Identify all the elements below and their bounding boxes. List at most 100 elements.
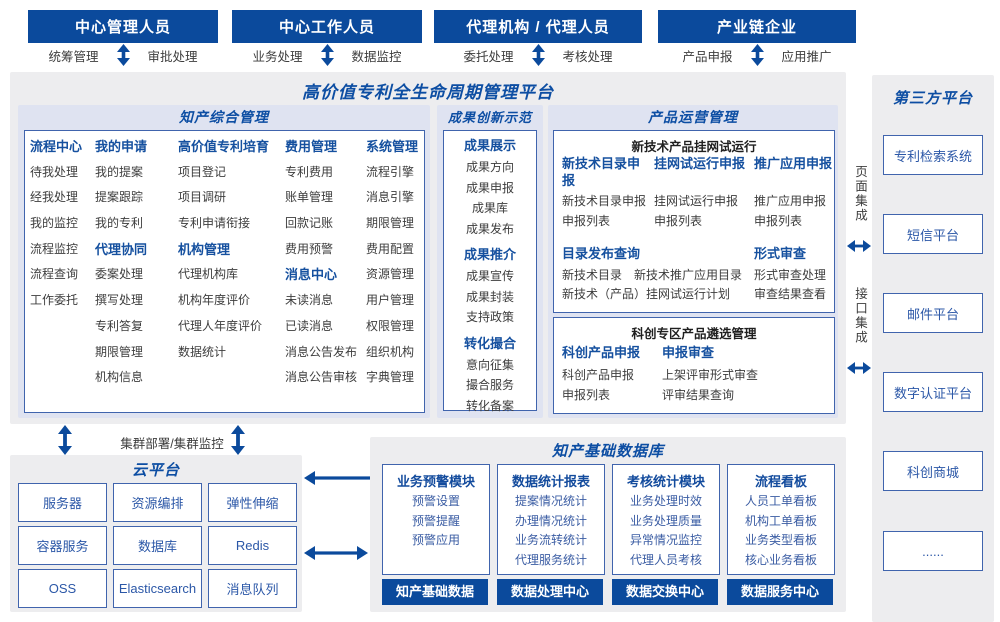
db-module: 数据统计报表 提案情况统计 办理情况统计 业务流转统计 代理服务统计 (497, 464, 605, 575)
db-module-item: 业务类型看板 (744, 533, 817, 547)
menu-item: 专利费用 (285, 164, 334, 179)
db-module-item: 预警设置 (411, 494, 460, 508)
menu-item: 申报列表 (562, 388, 611, 402)
menu-group-title: 转化撮合 (463, 335, 516, 351)
menu-item: 意向征集 (465, 357, 514, 372)
menu-item: 上架评审形式审查 (662, 368, 759, 382)
menu-item: 权限管理 (366, 318, 415, 333)
cloud-item: Redis (208, 526, 297, 565)
db-module-item: 业务处理质量 (629, 513, 702, 528)
db-module: 流程看板 人员工单看板 机构工单看板 业务类型看板 核心业务看板 (727, 464, 835, 575)
double-arrow-vertical-icon (116, 44, 130, 66)
menu-item: 数据统计 (178, 344, 227, 359)
menu-group-title: 推广应用申报 (754, 156, 833, 171)
menu-item: 成果方向 (465, 160, 514, 174)
menu-group-title: 科创产品申报 (562, 345, 641, 360)
menu-item: 成果宣传 (465, 269, 514, 283)
double-arrow-vertical-icon (750, 44, 764, 66)
role-action-label: 产品申报 (682, 49, 733, 64)
db-module-item: 业务处理时效 (629, 494, 702, 508)
role-action-label: 考核处理 (562, 49, 613, 64)
menu-item: 用户管理 (366, 293, 415, 308)
menu-item: 待我处理 (30, 164, 79, 179)
menu-item: 撰写处理 (95, 293, 144, 308)
menu-group-title: 代理协同 (95, 241, 148, 257)
cloud-panel: 云平台 服务器 资源编排 弹性伸缩 容器服务 数据库 Redis OSS Ela… (10, 455, 302, 612)
db-module-item: 代理人员考核 (629, 552, 702, 567)
ip-management-box: 流程中心 待我处理 经我处理 我的监控 流程监控 流程查询 工作委托 我的申请 … (24, 130, 425, 413)
menu-group-title: 费用管理 (285, 139, 338, 154)
menu-item: 我的监控 (30, 216, 79, 231)
catalog-query-group: 目录发布查询 新技术目录 新技术推广应用目录 新技术（产品）挂网试运行计划 (562, 245, 748, 304)
db-base-box: 数据处理中心 (497, 579, 603, 605)
menu-item: 经我处理 (30, 190, 79, 205)
menu-item: 申报列表 (654, 214, 703, 228)
menu-column: 系统管理 流程引擎 消息引擎 期限管理 费用配置 资源管理 用户管理 权限管理 … (366, 134, 418, 391)
menu-item: 流程监控 (30, 241, 79, 256)
double-arrow-horizontal-icon (304, 546, 368, 560)
double-arrow-horizontal-icon (847, 240, 871, 252)
db-module-item: 核心业务看板 (744, 552, 817, 567)
cloud-item: 弹性伸缩 (208, 483, 297, 522)
menu-item: 委案处理 (95, 267, 144, 282)
menu-item: 消息公告发布 (285, 344, 358, 359)
section-title: 产品运营管理 (648, 109, 738, 125)
menu-column: 我的申请 我的提案 提案跟踪 我的专利 代理协同 委案处理 撰写处理 专利答复 … (95, 134, 147, 391)
cloud-item: Elasticsearch (113, 569, 202, 608)
menu-item: 提案跟踪 (95, 190, 144, 205)
third-party-item: 邮件平台 (883, 293, 983, 333)
role-header: 产业链企业 (658, 10, 856, 43)
menu-item: 支持政策 (465, 310, 514, 324)
role-action-label: 数据监控 (351, 49, 402, 64)
role-actions: 业务处理 数据监控 (232, 43, 422, 67)
third-party-item: ...... (883, 531, 983, 571)
menu-item: 费用配置 (366, 241, 415, 256)
menu-item: 形式审查处理 (754, 268, 827, 282)
role-action-label: 统筹管理 (48, 49, 99, 64)
role-group-agency: 代理机构 / 代理人员 委托处理 考核处理 (434, 10, 642, 67)
db-base-box: 数据交换中心 (612, 579, 718, 605)
menu-group-title: 消息中心 (285, 267, 338, 283)
third-party-item: 科创商城 (883, 451, 983, 491)
menu-item: 流程引擎 (366, 164, 415, 179)
menu-item: 撮合服务 (465, 378, 514, 392)
menu-item: 专利答复 (95, 318, 144, 333)
third-party-title: 第三方平台 (892, 90, 973, 107)
menu-group-title: 机构管理 (178, 241, 231, 257)
role-group-center-staff: 中心工作人员 业务处理 数据监控 (232, 10, 422, 67)
menu-group-title: 高价值专利培育 (178, 139, 270, 154)
role-action-label: 业务处理 (252, 49, 303, 64)
third-party-panel: 第三方平台 专利检索系统 短信平台 邮件平台 数字认证平台 科创商城 .....… (872, 75, 994, 622)
subbox-title: 新技术产品挂网试运行 (631, 140, 757, 154)
db-module: 考核统计模块 业务处理时效 业务处理质量 异常情况监控 代理人员考核 (612, 464, 720, 575)
menu-column: 费用管理 专利费用 账单管理 回款记账 费用预警 消息中心 未读消息 已读消息 … (285, 134, 357, 391)
db-module-item: 异常情况监控 (629, 533, 702, 547)
menu-item: 字典管理 (366, 370, 415, 385)
menu-group-title: 新技术目录申报 (562, 156, 641, 188)
section-title: 成果创新示范 (447, 110, 532, 125)
cloud-item: 数据库 (113, 526, 202, 565)
menu-item: 消息引擎 (366, 190, 415, 205)
cloud-item: 资源编排 (113, 483, 202, 522)
double-arrow-vertical-icon (58, 425, 72, 455)
role-group-center-admin: 中心管理人员 统筹管理 审批处理 (28, 10, 218, 67)
db-module-title: 考核统计模块 (626, 474, 705, 489)
subbox-title: 科创专区产品遴选管理 (631, 327, 757, 341)
menu-item: 新技术目录 (562, 268, 623, 282)
db-module-item: 办理情况统计 (514, 513, 587, 528)
db-module-title: 流程看板 (754, 474, 807, 489)
role-action-label: 审批处理 (147, 49, 198, 64)
menu-column: 申报审查 上架评审形式审查 评审结果查询 (662, 344, 782, 405)
menu-item: 新技术（产品）挂网试运行计划 (562, 287, 731, 301)
selection-box: 科创专区产品遴选管理 科创产品申报 科创产品申报 申报列表 申报审查 上架评审形… (553, 317, 835, 414)
menu-item: 专利申请衔接 (178, 216, 251, 231)
db-module-item: 预警提醒 (411, 513, 460, 528)
role-actions: 统筹管理 审批处理 (28, 43, 218, 67)
db-module-item: 预警应用 (411, 533, 460, 547)
menu-column: 科创产品申报 科创产品申报 申报列表 (562, 344, 662, 405)
menu-column: 新技术目录申报 新技术目录申报 申报列表 (562, 155, 652, 231)
menu-item: 成果库 (471, 201, 508, 215)
menu-group-title: 成果推介 (463, 247, 516, 262)
cluster-label: 集群部署/集群监控 (120, 437, 224, 451)
